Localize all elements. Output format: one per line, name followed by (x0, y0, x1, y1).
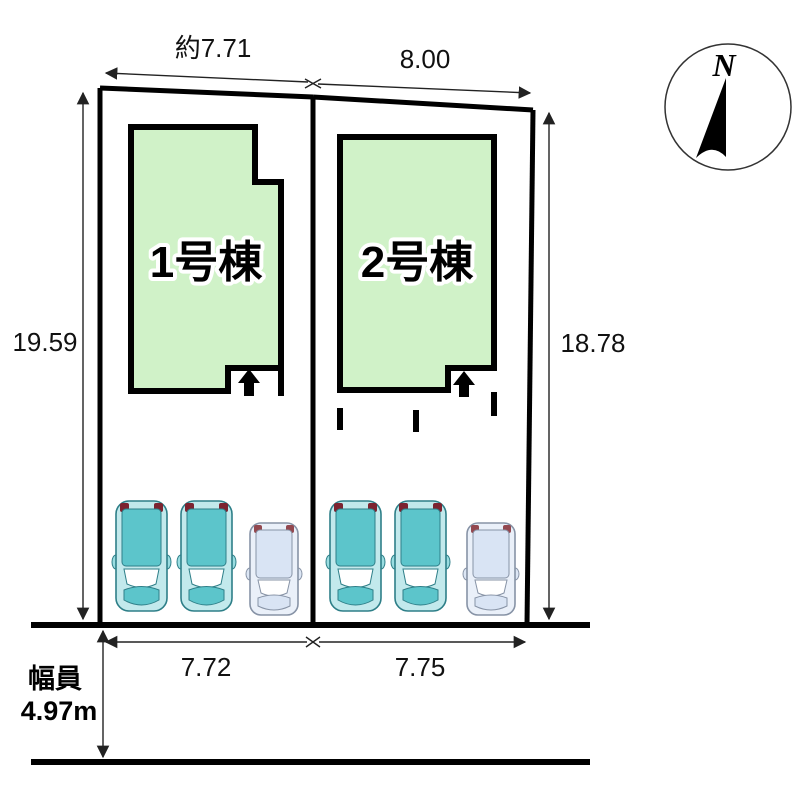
dim-line-lot2-top (317, 83, 532, 99)
car-teal-2 (176, 500, 237, 612)
dimension-lines (76, 67, 556, 759)
building-2-footprint (337, 134, 497, 393)
dim-label-lot1-left: 19.59 (12, 327, 77, 357)
car-light-1 (245, 522, 303, 616)
building-1-label: 1号棟 (150, 238, 263, 287)
building-2: 2号棟 (337, 134, 497, 432)
lot-boundaries (31, 85, 590, 765)
building-2-entrance-arrow-icon (453, 371, 475, 397)
car-teal-3 (325, 500, 386, 612)
car-teal-4 (390, 500, 451, 612)
dim-label-lot2-right: 18.78 (560, 328, 625, 358)
dim-label-lot1-top: 約7.71 (175, 33, 252, 63)
road-width-label: 幅員 (28, 664, 82, 694)
dim-cross-bottom (305, 636, 321, 648)
building-1-entrance-arrow-icon (238, 369, 260, 396)
building-2-label: 2号棟 (361, 238, 474, 287)
lot1-boundary-top (99, 85, 314, 100)
dim-cross-top (304, 78, 322, 89)
dim-label-lot1-bottom: 7.72 (181, 652, 232, 682)
building-1: 1号棟 (128, 124, 284, 396)
dimension-labels: 約7.71 8.00 19.59 18.78 7.72 7.75 幅員 4.97… (12, 33, 625, 726)
dim-label-lot2-bottom: 7.75 (395, 652, 446, 682)
compass-north-label: N (711, 47, 737, 83)
dim-label-lot2-top: 8.00 (400, 44, 451, 74)
compass-needle-icon (696, 78, 726, 158)
car-light-2 (462, 522, 520, 616)
lot-boundary-right (524, 109, 536, 626)
north-compass: N (664, 43, 792, 171)
road-width-value: 4.97m (21, 696, 98, 726)
car-teal-1 (111, 500, 172, 612)
dim-line-lot1-top (104, 67, 309, 83)
lot2-boundary-top (312, 94, 534, 113)
compass-circle (664, 43, 792, 171)
